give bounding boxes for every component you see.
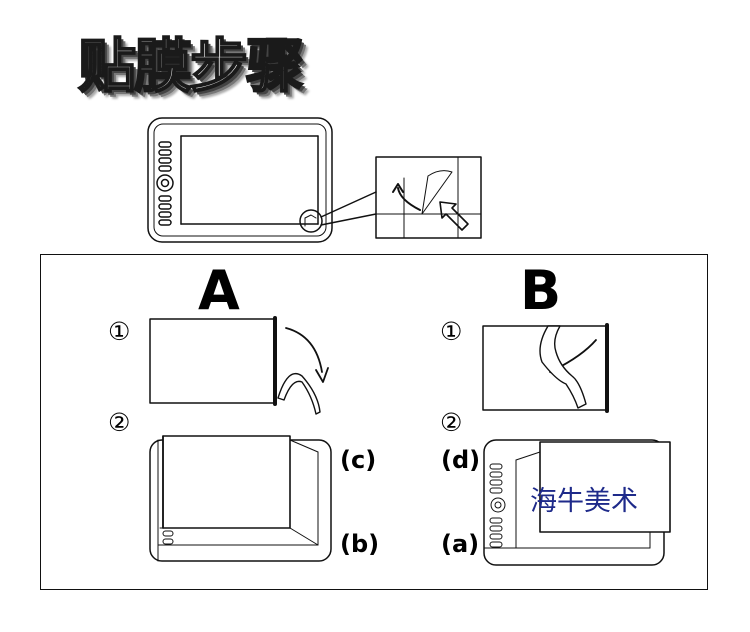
b-step1-sheet: [482, 323, 609, 413]
steps-frame: [40, 254, 708, 590]
label-a: (a): [441, 530, 480, 558]
a-step-1-number: ①: [108, 317, 131, 346]
a-step1-sheet: [149, 316, 329, 415]
watermark-text: 海牛美术: [530, 486, 638, 517]
overview-tablet: [147, 117, 333, 243]
label-b: (b): [340, 530, 380, 558]
section-a-letter: A: [198, 259, 240, 322]
b-step-2-number: ②: [440, 408, 463, 437]
label-d: (d): [441, 446, 481, 474]
zoom-detail: [375, 156, 482, 239]
section-b-letter: B: [520, 259, 562, 322]
b-step2-tablet: [483, 439, 671, 566]
corner-callout: [299, 191, 377, 233]
a-step-2-number: ②: [108, 408, 131, 437]
b-step-1-number: ①: [440, 317, 463, 346]
page-title: 贴膜步骤: [77, 31, 305, 101]
label-c: (c): [340, 446, 377, 474]
a-step2-tablet: [149, 435, 332, 562]
